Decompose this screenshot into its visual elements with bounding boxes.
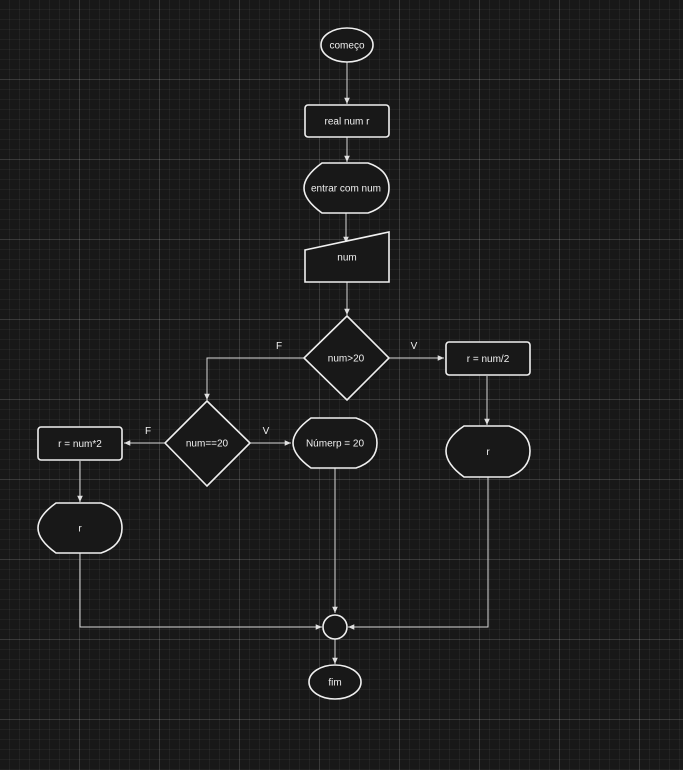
edge-label-eq-false: F (145, 426, 151, 437)
node-input[interactable]: num (304, 231, 390, 283)
node-start[interactable]: começo (320, 27, 374, 63)
node-decision-gt[interactable]: num>20 (302, 314, 391, 402)
node-assign-half[interactable]: r = num/2 (445, 341, 531, 376)
node-assign-double-label: r = num*2 (58, 439, 102, 450)
edge-gt-false (204, 357, 304, 400)
node-assign-double[interactable]: r = num*2 (37, 426, 123, 461)
node-input-prompt-label: entrar com num (311, 184, 381, 195)
node-declare-label: real num r (324, 117, 370, 128)
node-declare[interactable]: real num r (304, 104, 390, 138)
edge-label-gt-false: F (276, 341, 282, 352)
node-display-r-right[interactable]: r (445, 425, 531, 478)
edge-left-merge (79, 553, 322, 630)
edge-label-gt-true: V (411, 341, 418, 352)
node-decision-gt-label: num>20 (328, 354, 365, 365)
edge-right-merge (348, 477, 489, 630)
node-input-prompt[interactable]: entrar com num (303, 162, 390, 214)
node-decision-eq-label: num==20 (186, 439, 229, 450)
node-end[interactable]: fim (308, 664, 362, 700)
node-input-label: num (337, 253, 356, 264)
edge-labels: F V F V (145, 341, 418, 437)
node-merge[interactable] (322, 614, 348, 640)
edge-label-eq-true: V (263, 426, 270, 437)
node-decision-eq[interactable]: num==20 (163, 399, 252, 488)
node-display-eq-label: Númerp = 20 (306, 439, 365, 450)
node-display-r-left-label: r (78, 524, 82, 535)
node-display-r-right-label: r (486, 447, 490, 458)
node-start-label: começo (329, 41, 364, 52)
node-display-r-left[interactable]: r (37, 502, 123, 554)
connectors (77, 62, 490, 664)
node-display-eq[interactable]: Númerp = 20 (292, 417, 378, 469)
node-assign-half-label: r = num/2 (467, 354, 510, 365)
node-end-label: fim (328, 678, 341, 689)
